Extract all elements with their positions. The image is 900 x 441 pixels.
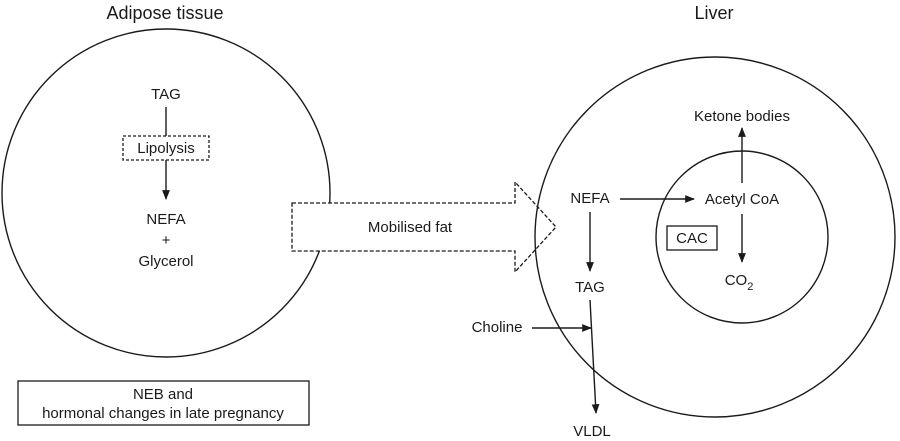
- adipose-tag-label: TAG: [151, 86, 181, 103]
- cac-label: CAC: [676, 230, 708, 247]
- adipose-cell: [1, 28, 331, 358]
- liver-nefa-label: NEFA: [570, 190, 609, 207]
- mobilised-fat-arrow: [291, 180, 557, 274]
- neb-line1: NEB and: [133, 386, 193, 403]
- cac-box: [666, 225, 718, 251]
- adipose-title: Adipose tissue: [106, 3, 223, 23]
- plus-label: +: [162, 232, 171, 249]
- neb-line2: hormonal changes in late pregnancy: [42, 405, 284, 422]
- liver-cell: [534, 56, 896, 418]
- choline-label: Choline: [472, 319, 523, 336]
- tag-to-vldl-arrow: [589, 299, 600, 414]
- liver-title: Liver: [694, 3, 733, 23]
- co2-label: CO2: [725, 272, 754, 293]
- lipolysis-label: Lipolysis: [137, 140, 195, 157]
- ketone-bodies-label: Ketone bodies: [694, 108, 790, 125]
- acetyl-coa-label: Acetyl CoA: [705, 191, 779, 208]
- vldl-label: VLDL: [573, 423, 611, 440]
- neb-box: [17, 380, 310, 426]
- adipose-nefa-label: NEFA: [146, 211, 185, 228]
- liver-tag-label: TAG: [575, 279, 605, 296]
- glycerol-label: Glycerol: [138, 253, 193, 270]
- mobilised-fat-label: Mobilised fat: [368, 219, 453, 236]
